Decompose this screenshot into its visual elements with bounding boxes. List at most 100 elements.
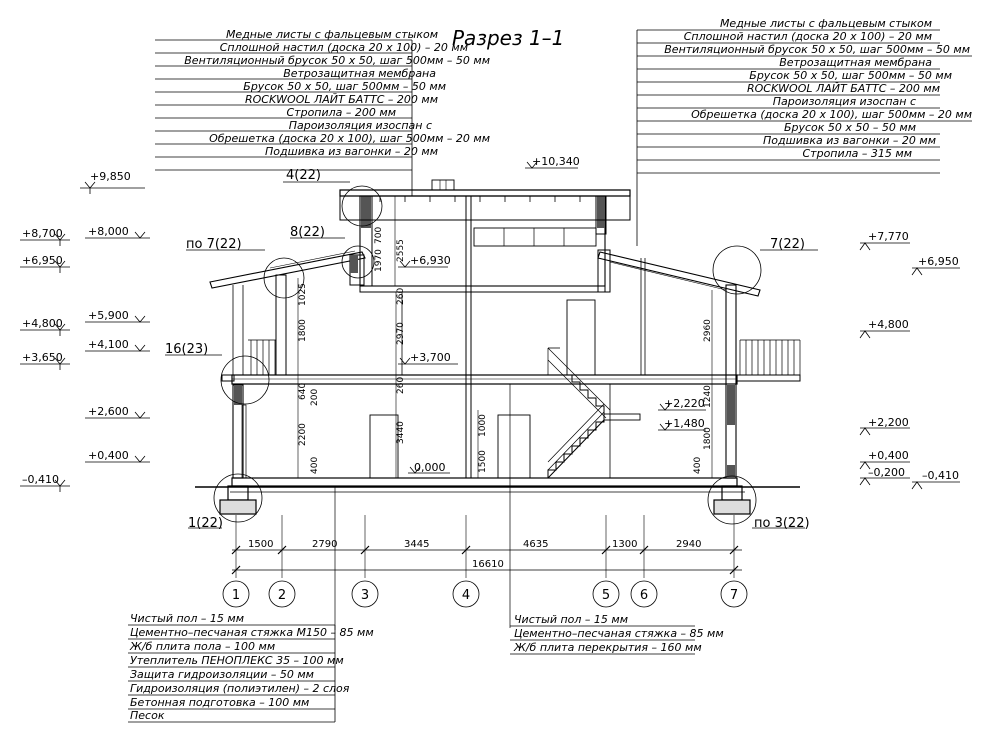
level-mark: +6,950: [22, 254, 63, 267]
roof-right-layer: Вентиляционный брусок 50 х 50, шаг 500мм…: [664, 43, 970, 56]
level-mark: +2,600: [88, 405, 129, 418]
axis-label: 7: [730, 588, 738, 603]
axis-dim-label: 3445: [404, 539, 429, 550]
dim-label: 400: [693, 457, 703, 474]
floor-left-layer: Ж/б плита пола – 100 мм: [129, 640, 275, 653]
grid-axes: 1 2 3 4 5 6 7: [222, 580, 748, 608]
floor-right-notes: Чистый пол – 15 мм Цементно–песчаная стя…: [510, 613, 724, 655]
dim-label: 2555: [396, 239, 406, 262]
level-mark: +0,400: [868, 449, 909, 462]
roof-left-layer: Вентиляционный брусок 50 х 50, шаг 500мм…: [184, 54, 490, 67]
level-mark: +0,400: [88, 449, 129, 462]
level-marks-inner: +10,340 +6,930 +3,700 0,000 +2,220 +1,48…: [398, 155, 706, 474]
roof-right-layer: Подшивка из вагонки – 20 мм: [763, 134, 936, 147]
dim-label: 260: [396, 288, 406, 305]
level-mark: +4,100: [88, 338, 129, 351]
level-mark: +4,800: [22, 317, 63, 330]
dim-label: 1800: [703, 427, 713, 450]
dim-label: 1800: [298, 319, 308, 342]
dim-label: 1970: [374, 249, 384, 272]
floor-left-layer: Бетонная подготовка – 100 мм: [130, 696, 309, 709]
roof-left-layer: Брусок 50 х 50, шаг 500мм – 50 мм: [243, 80, 446, 93]
floor-left-notes: Чистый пол – 15 мм Цементно–песчаная стя…: [128, 612, 374, 723]
level-marks-far-left: +9,850 +8,700 +6,950 +4,800 +3,650 –0,41…: [20, 170, 145, 492]
level-mark: +8,700: [22, 227, 63, 240]
dim-label: 2970: [396, 322, 406, 345]
dim-label: 1000: [478, 414, 488, 437]
roof-left-notes: Медные листы с фальцевым стыком Сплошной…: [155, 28, 490, 196]
roof-right-layer: Обрешетка (доска 20 х 100), шаг 500мм – …: [691, 108, 972, 121]
axis-dimensions: 1500 2790 3445 4635 1300 2940 16610: [231, 515, 742, 578]
floor-left-layer: Утеплитель ПЕНОПЛЕКС 35 – 100 мм: [130, 654, 344, 667]
roof-left-layer: Медные листы с фальцевым стыком: [226, 28, 438, 41]
floor-left-layer: Песок: [130, 709, 165, 722]
level-mark: +7,770: [868, 230, 909, 243]
total-dim-label: 16610: [472, 559, 504, 570]
level-mark: +3,700: [410, 351, 451, 364]
level-mark: 0,000: [414, 461, 446, 474]
dim-label: 2960: [703, 319, 713, 342]
level-marks-right: +7,770 +6,950 +4,800 +2,200 +0,400 –0,20…: [859, 230, 960, 490]
callout-label: по 3(22): [754, 516, 810, 531]
callout-label: 4(22): [286, 168, 321, 183]
axis-dim-label: 1500: [248, 539, 273, 550]
level-mark: +10,340: [532, 155, 580, 168]
axis-label: 4: [462, 588, 470, 603]
level-mark: +4,800: [868, 318, 909, 331]
level-mark: –0,410: [22, 473, 59, 486]
roof-left-layer: Пароизоляция изоспан с: [289, 119, 432, 132]
level-mark: +3,650: [22, 351, 63, 364]
dim-label: 200: [310, 389, 320, 406]
dim-label: 1025: [298, 283, 308, 306]
floor-right-layer: Чистый пол – 15 мм: [514, 613, 628, 626]
level-mark: +2,220: [664, 397, 705, 410]
detail-callouts: 4(22) 8(22) по 7(22) 7(22) 16(23) 1(22) …: [165, 168, 818, 531]
roof-right-notes: Медные листы с фальцевым стыком Сплошной…: [636, 17, 972, 246]
roof-left-layer: Обрешетка (доска 20 х 100), шаг 500мм – …: [209, 132, 490, 145]
floor-left-layer: Гидроизоляция (полиэтилен) – 2 слоя: [130, 682, 350, 695]
axis-dim-label: 2790: [312, 539, 337, 550]
dim-label: 400: [310, 457, 320, 474]
roof-right-layer: Сплошной настил (доска 20 х 100) – 20 мм: [684, 30, 932, 43]
roof-right-layer: Пароизоляция изоспан с: [773, 95, 916, 108]
roof-left-layer: Подшивка из вагонки – 20 мм: [265, 145, 438, 158]
callout-label: 8(22): [290, 225, 325, 240]
callout-label: по 7(22): [186, 237, 242, 252]
roof-left-layer: ROCKWOOL ЛАЙТ БАТТС – 200 мм: [245, 93, 438, 106]
level-mark: +5,900: [88, 309, 129, 322]
floor-right-layer: Ж/б плита перекрытия – 160 мм: [513, 641, 702, 654]
roof-right-layer: Ветрозащитная мембрана: [779, 56, 932, 69]
axis-label: 2: [278, 588, 286, 603]
roof-right-layer: Стропила – 315 мм: [803, 147, 913, 160]
axis-label: 5: [602, 588, 610, 603]
level-mark: +1,480: [664, 417, 705, 430]
axis-label: 3: [361, 588, 369, 603]
callout-label: 7(22): [770, 237, 805, 252]
axis-dim-label: 4635: [523, 539, 548, 550]
dim-label: 2200: [298, 423, 308, 446]
dim-label: 260: [396, 377, 406, 394]
floor-left-layer: Чистый пол – 15 мм: [130, 612, 244, 625]
dim-label: 640: [298, 383, 308, 400]
floor-left-layer: Цементно–песчаная стяжка М150 – 85 мм: [130, 626, 374, 639]
level-marks-left: +8,000 +5,900 +4,100 +2,600 +0,400: [85, 225, 150, 463]
roof-right-layer: ROCKWOOL ЛАЙТ БАТТС – 200 мм: [747, 82, 940, 95]
floor-left-layer: Защита гидроизоляции – 50 мм: [130, 668, 314, 681]
drawing-title: Разрез 1–1: [452, 26, 564, 50]
level-mark: +6,950: [918, 255, 959, 268]
roof-right-layer: Брусок 50 х 50, шаг 500мм – 50 мм: [749, 69, 952, 82]
dim-label: 3440: [396, 421, 406, 444]
roof-right-layer: Брусок 50 х 50 – 50 мм: [784, 121, 916, 134]
dim-label: 1240: [703, 385, 713, 408]
level-mark: +2,200: [868, 416, 909, 429]
roof-left-layer: Сплошной настил (доска 20 х 100) – 20 мм: [220, 41, 468, 54]
level-mark: +8,000: [88, 225, 129, 238]
level-mark: –0,200: [868, 466, 905, 479]
axis-dim-label: 1300: [612, 539, 637, 550]
floor-right-layer: Цементно–песчаная стяжка – 85 мм: [514, 627, 724, 640]
axis-label: 1: [232, 588, 240, 603]
callout-label: 16(23): [165, 342, 208, 357]
axis-label: 6: [640, 588, 648, 603]
level-mark: –0,410: [922, 469, 959, 482]
